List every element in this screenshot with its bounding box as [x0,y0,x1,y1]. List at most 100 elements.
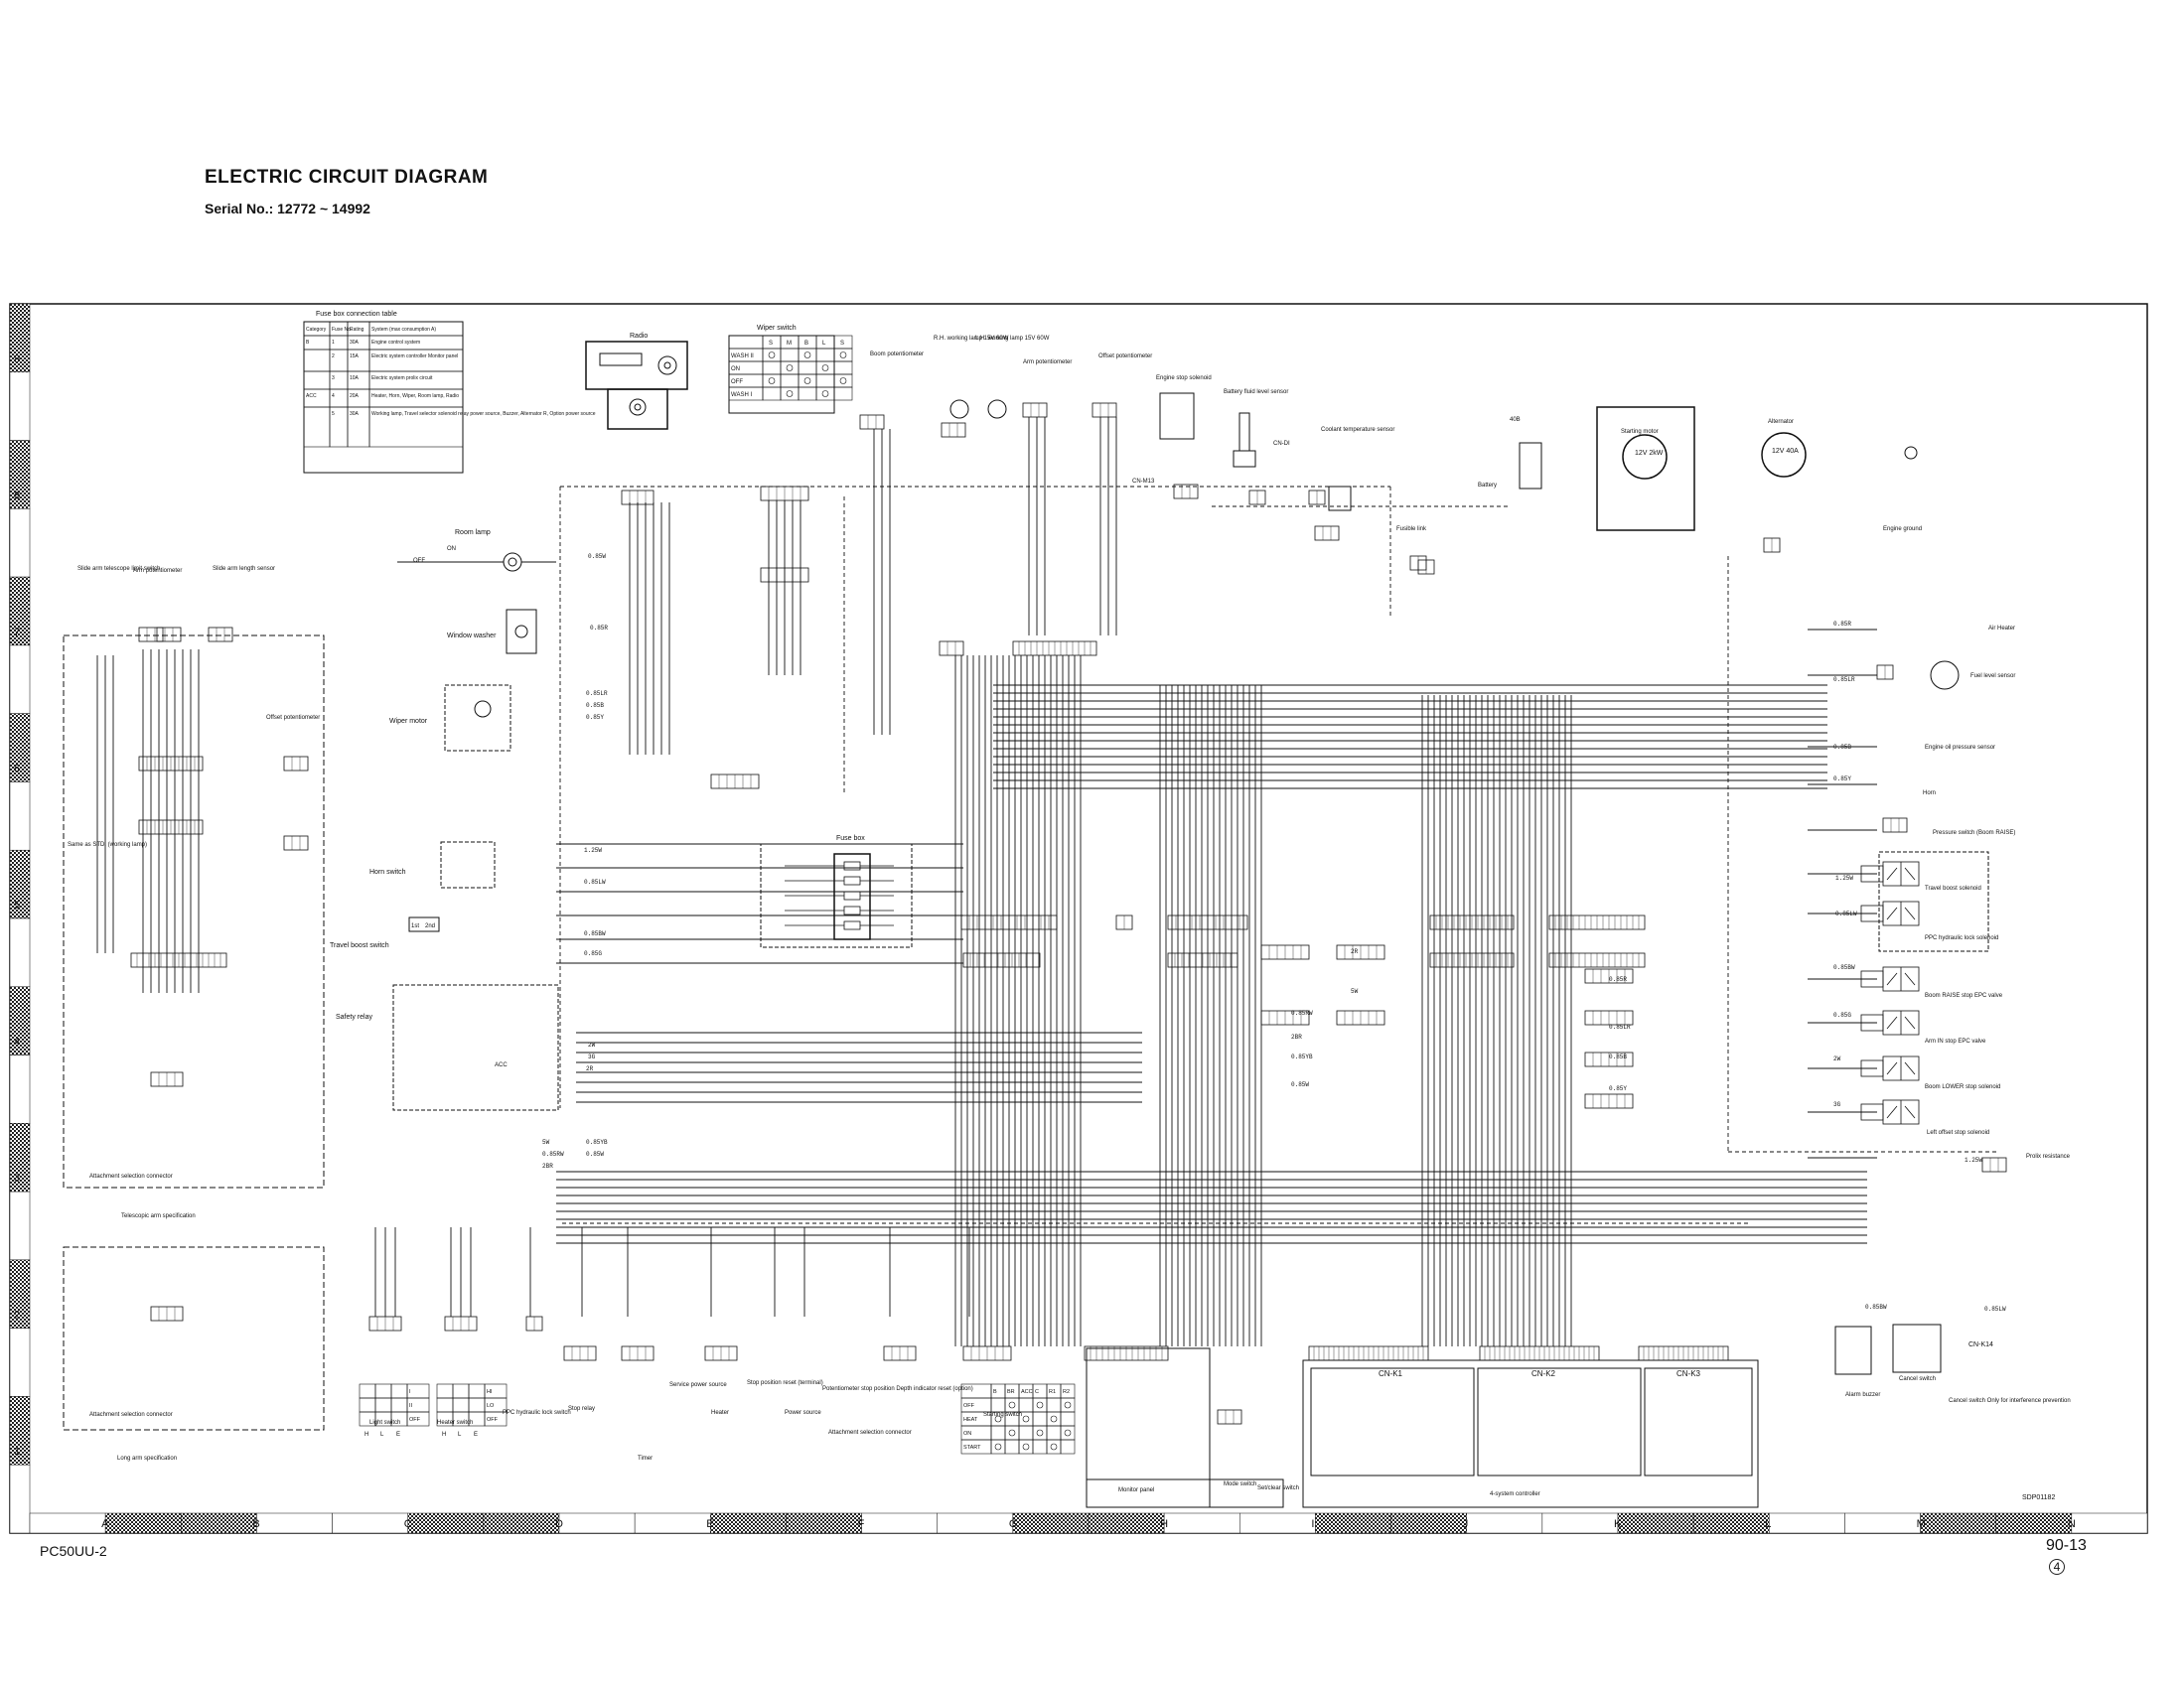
column-label: N [2068,1518,2076,1530]
window-washer-label: Window washer [447,633,497,639]
column-label: I [1311,1518,1314,1530]
fuse-header: System (max consumption A) [371,327,436,333]
wire-label: 0.85W [586,1151,604,1158]
ruler-cell [29,1512,106,1534]
boom-raise-epc-label: Boom RAISE stop EPC valve [1925,993,2003,999]
ruler-hatch [1012,1512,1090,1534]
starting-switch-col: R1 [1049,1389,1056,1395]
ruler-cell [9,644,31,714]
top-components: Boom potentiometer R.H. working lamp 15V… [870,336,1922,532]
attachment-connector-2-label: Attachment selection connector [89,1412,173,1418]
boom-lower-solenoid-label: Boom LOWER stop solenoid [1925,1084,2000,1090]
cn-k1-label: CN-K1 [1379,1369,1403,1378]
cancel-switch-label: Cancel switch [1899,1376,1936,1382]
starting-motor-label: Starting motor [1621,429,1659,435]
wire-label: 0.85BW [1865,1304,1887,1311]
oil-pressure-label: Engine oil pressure sensor [1925,745,1995,751]
coolant-temp-label: Coolant temperature sensor [1321,427,1394,433]
connector [859,414,885,430]
serial-number: Serial No.: 12772 ~ 14992 [205,201,370,216]
wire-label: 2W [1833,1055,1841,1062]
wire-label: 3G [1833,1101,1841,1108]
bottom-right-components: Alarm buzzer Cancel switch Cancel switch… [1834,1324,2071,1404]
room-lamp-label: Room lamp [455,529,491,536]
ruler-hatch [1466,1512,1543,1534]
model-code: PC50UU-2 [40,1543,107,1559]
connector [941,422,966,438]
wiring [96,417,1996,1346]
wire-label: 0.85R [590,625,608,632]
ruler-hatch [104,1512,182,1534]
column-label: G [1009,1518,1018,1530]
fuse-cell: 30A [350,411,360,417]
wire-label: 2BR [542,1163,553,1170]
ruler-cell [9,1328,31,1397]
power-source-label: Power source [785,1410,821,1416]
fuse-box-label: Fuse box [836,835,865,842]
connector [1981,1157,2007,1173]
fuse-cell: 2 [332,353,335,359]
row-label: 3 [14,1173,20,1185]
battery-label: Battery [1478,483,1497,489]
revision-mark: 4 [2049,1559,2065,1575]
column-label: F [858,1518,865,1530]
starting-switch-row: OFF [963,1403,975,1409]
fuse-cell: ACC [306,393,317,399]
ruler-hatch [861,1512,938,1534]
starting-switch-col: ACC [1021,1389,1033,1395]
wire-label: 0.85LR [586,690,608,697]
connector [156,627,182,642]
ruler-hatch [1769,1512,1845,1534]
connectors [130,402,2007,1425]
wiper-switch-title: Wiper switch [757,325,797,332]
heater-label: Heater [711,1410,729,1416]
radio: Radio [585,333,688,430]
fusible-link-label: Fusible link [1396,526,1427,532]
ruler-hatch [710,1512,787,1534]
acc-label: ACC [495,1062,508,1068]
fuse-cell: Working lamp, Travel selector solenoid r… [371,411,596,417]
fuse-cell: Electric system controller Monitor panel [371,353,458,359]
fuse-cell: Electric system prolix circuit [371,375,433,381]
row-label: 4 [14,1037,20,1049]
cancel-switch-2-label: Cancel switch Only for interference prev… [1949,1398,2071,1404]
connector [1217,1409,1242,1425]
connector [1882,817,1908,833]
fuel-level-label: Fuel level sensor [1970,673,2015,679]
ruler-hatch [1163,1512,1240,1534]
starting-switch-col: C [1035,1389,1039,1395]
ppc-lock-solenoid-label: PPC hydraulic lock solenoid [1925,935,1998,941]
wire-label: 3G [588,1054,596,1060]
starting-switch-label: Starting switch [983,1412,1022,1418]
light-switch-label: Light switch [369,1420,400,1426]
wiper-row: ON [731,366,740,372]
controller: CN-K1 CN-K2 CN-K3 4-system controller SD… [1302,1359,2055,1508]
wire-label: 0.85LW [1835,911,1857,917]
offset-pot-left-label: Offset potentiometer [266,715,320,721]
wire-label: 2W [588,1042,596,1049]
column-label: K [1614,1518,1622,1530]
service-power-label: Service power source [669,1382,727,1388]
wire-label: 5W [1351,988,1359,995]
ruler-hatch [1920,1512,1996,1534]
wiper-motor: Wiper motor [389,684,511,752]
fuse-cell: 3 [332,375,335,381]
ruler-cell [9,371,31,441]
ruler-cell [9,781,31,851]
cn-k2-label: CN-K2 [1531,1369,1556,1378]
ruler-cell [181,1512,257,1534]
light-switch-row: I [409,1389,411,1395]
heater-switch-col: L [458,1432,462,1438]
slide-arm-length-label: Slide arm length sensor [213,566,275,572]
wire-label: 0.85YB [1291,1054,1313,1060]
light-switch-col: L [380,1432,384,1438]
ruler-cell [937,1512,1014,1534]
wiper-row: OFF [731,379,743,385]
wiper-col: B [804,341,808,347]
wire-label: 0.85W [1291,1081,1309,1088]
air-heater-label: Air Heater [1988,626,2015,632]
